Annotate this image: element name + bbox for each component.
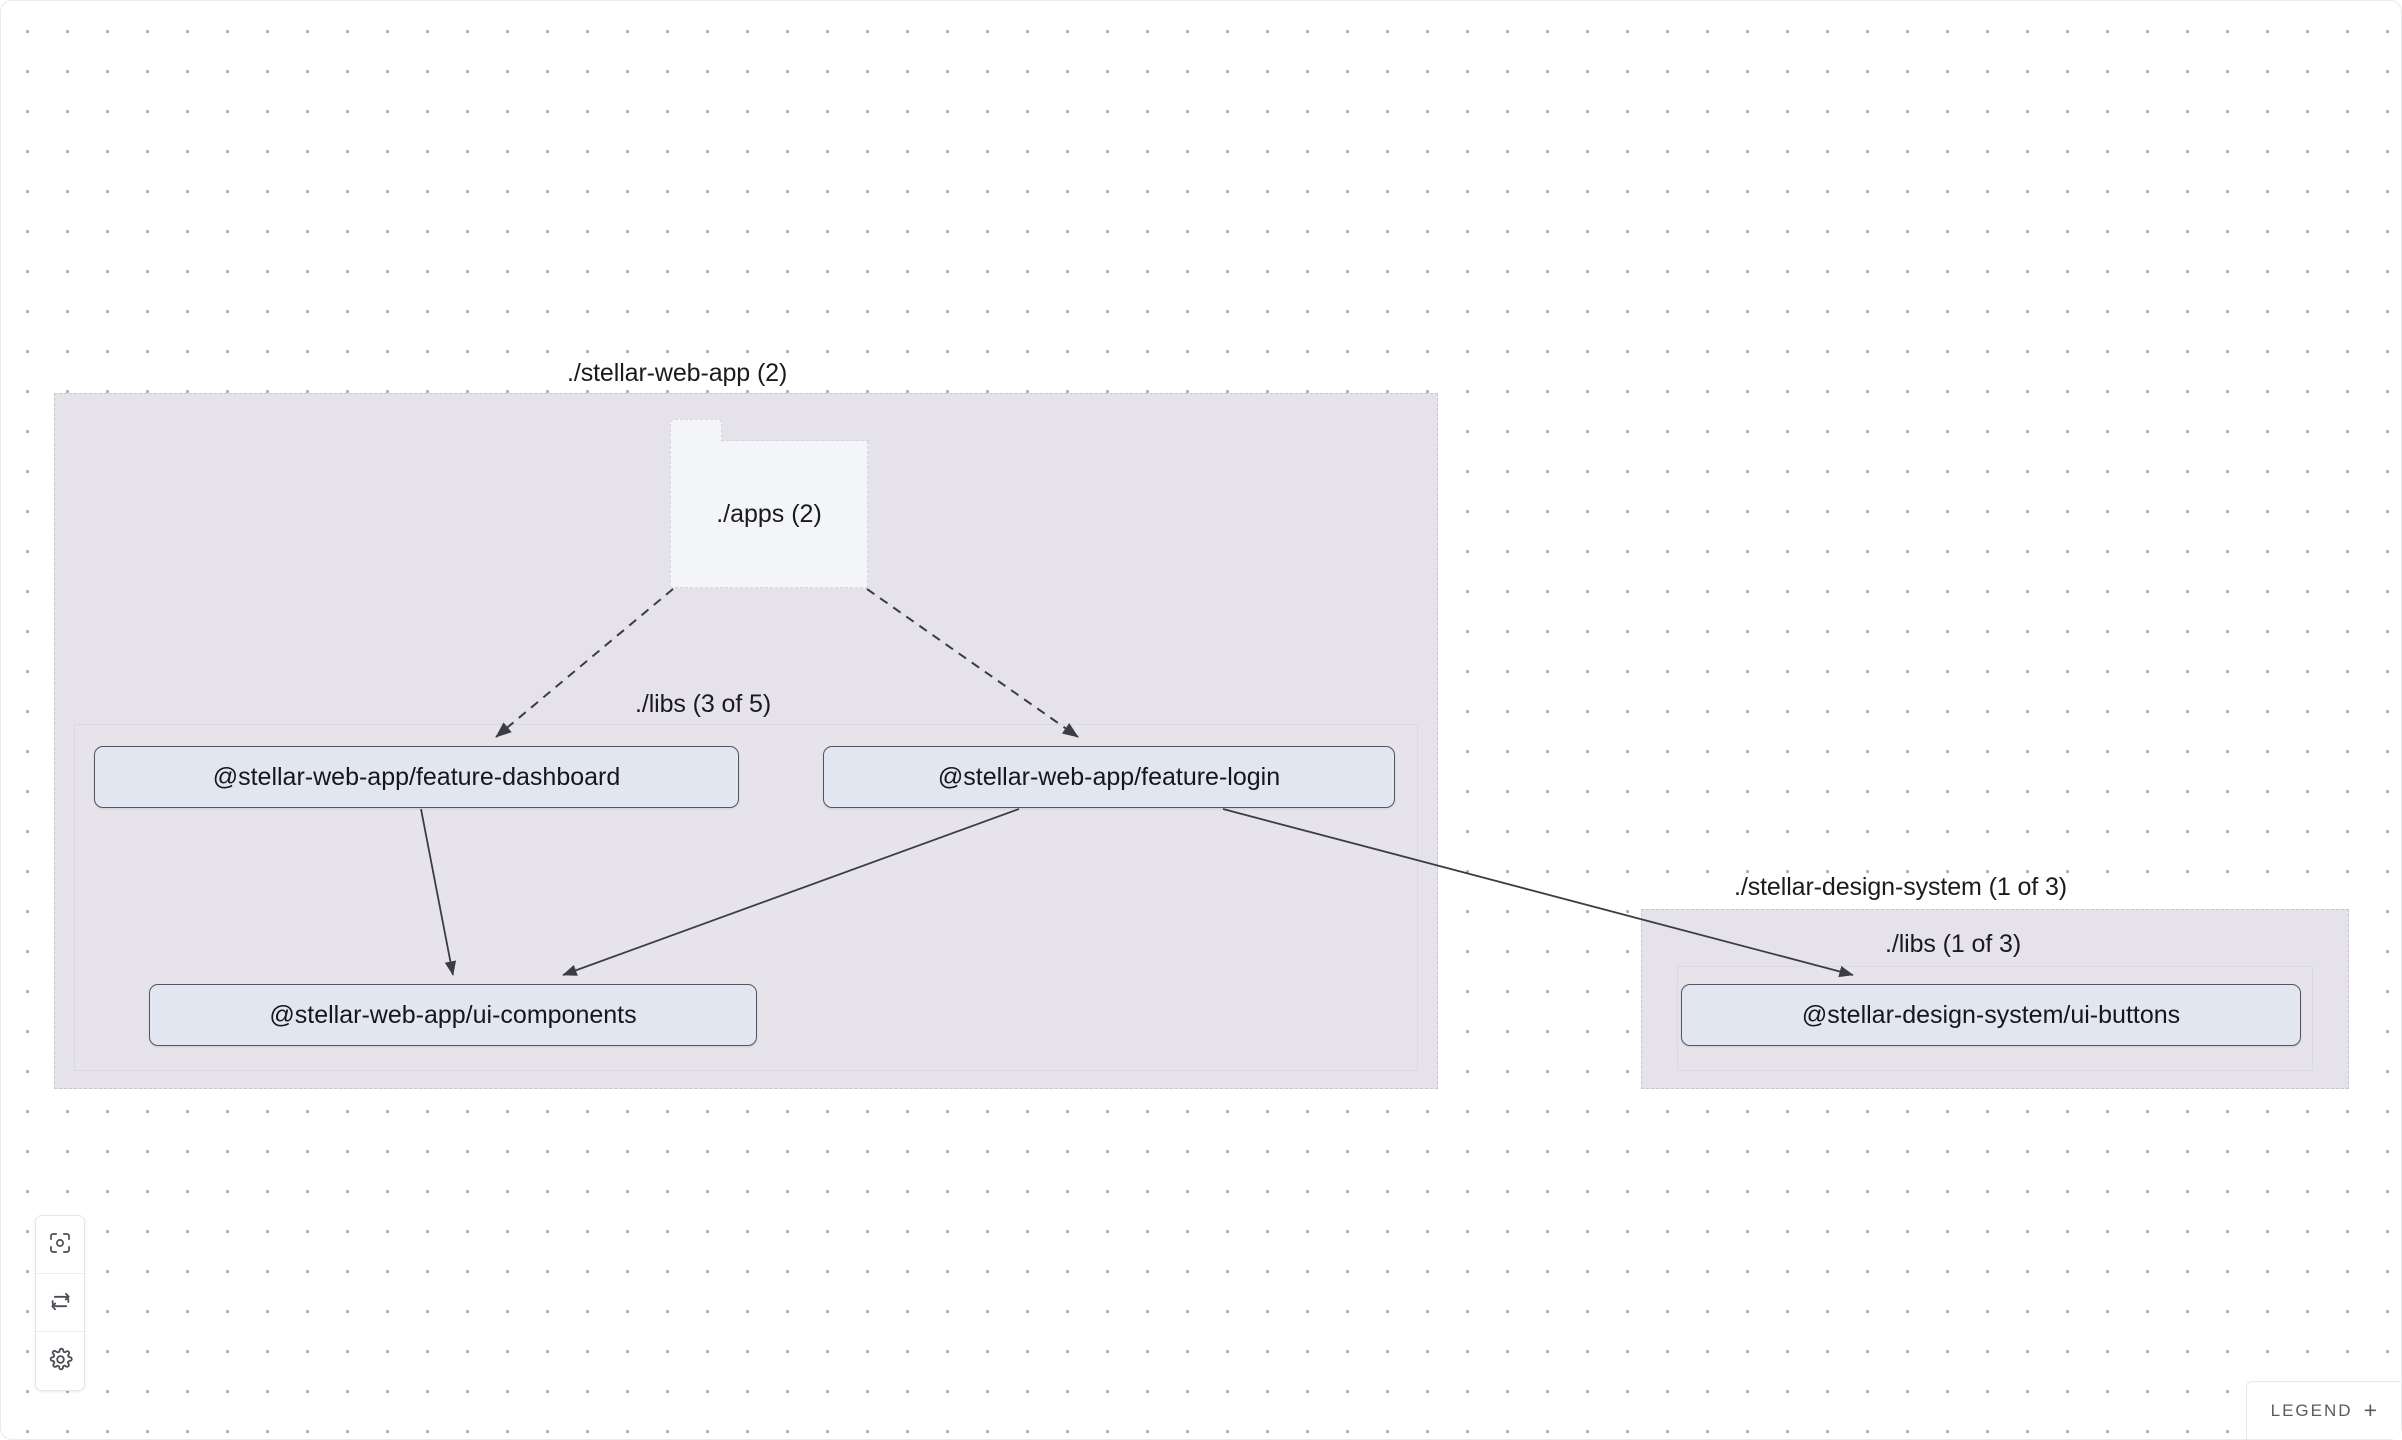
node-label: @stellar-web-app/ui-components: [269, 1000, 637, 1029]
folder-tab: [669, 419, 722, 442]
folder-label-apps: ./apps (2): [716, 499, 822, 528]
graph-toolbar: [35, 1215, 85, 1391]
node-feature-login[interactable]: @stellar-web-app/feature-login: [823, 746, 1395, 808]
folder-apps[interactable]: ./apps (2): [669, 419, 869, 588]
settings-button[interactable]: [36, 1332, 84, 1390]
legend-label: LEGEND: [2270, 1400, 2353, 1420]
focus-graph-button[interactable]: [36, 1216, 84, 1274]
node-label: @stellar-design-system/ui-buttons: [1801, 1000, 2181, 1029]
plus-icon: +: [2363, 1397, 2377, 1423]
legend-toggle[interactable]: LEGEND +: [2245, 1381, 2401, 1439]
node-ui-buttons[interactable]: @stellar-design-system/ui-buttons: [1681, 984, 2301, 1046]
group-label-stellar-design-system: ./stellar-design-system (1 of 3): [1734, 873, 2068, 901]
group-label-stellar-web-app: ./stellar-web-app (2): [567, 359, 788, 387]
focus-target-icon: [48, 1231, 72, 1258]
subgroup-label-design-system-libs: ./libs (1 of 3): [1885, 930, 2022, 958]
gear-icon: [48, 1347, 73, 1375]
node-feature-dashboard[interactable]: @stellar-web-app/feature-dashboard: [94, 746, 739, 808]
folder-top-edge: [721, 439, 869, 441]
refresh-graph-button[interactable]: [36, 1274, 84, 1332]
refresh-cycle-icon: [48, 1289, 73, 1317]
node-label: @stellar-web-app/feature-dashboard: [212, 762, 621, 791]
node-label: @stellar-web-app/feature-login: [937, 762, 1281, 791]
subgroup-label-web-app-libs: ./libs (3 of 5): [635, 690, 772, 718]
node-ui-components[interactable]: @stellar-web-app/ui-components: [149, 984, 757, 1046]
